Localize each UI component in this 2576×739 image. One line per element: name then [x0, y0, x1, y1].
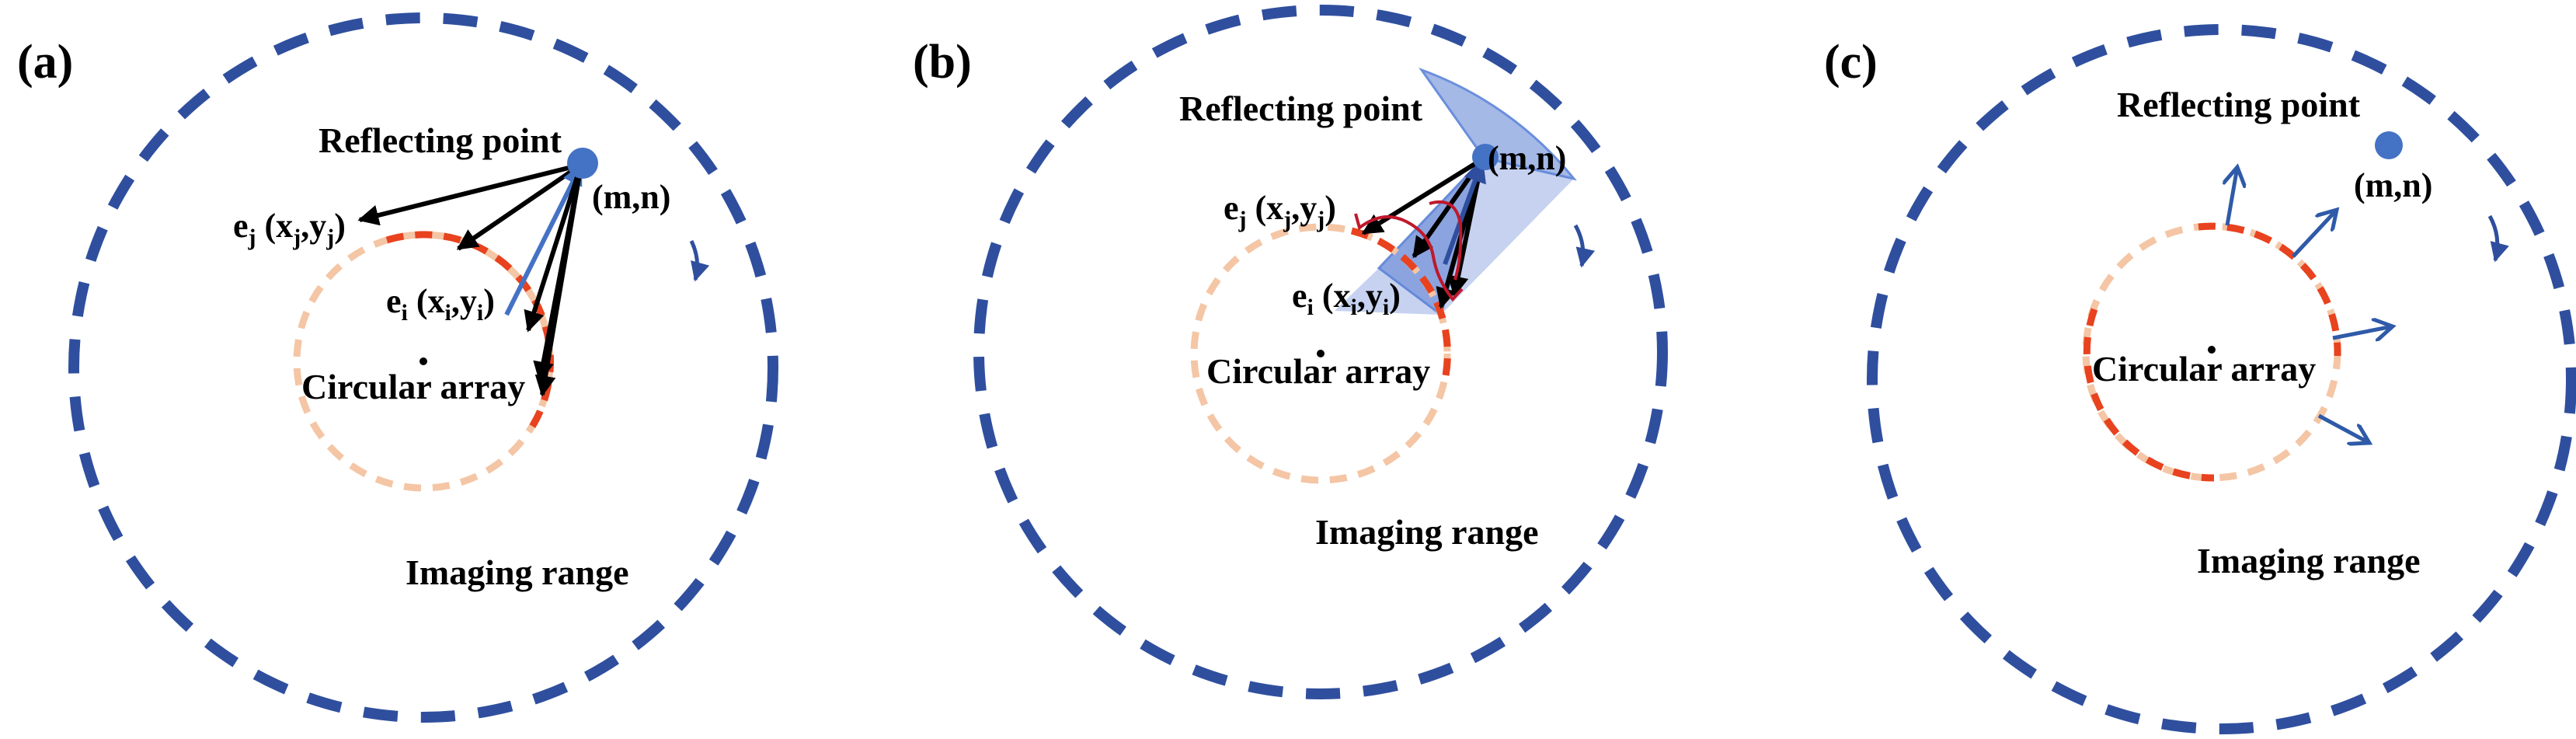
circular-array-label: Circular array	[1206, 351, 1430, 391]
arrow-to-element	[534, 164, 583, 397]
imaging-range-label: Imaging range	[2197, 541, 2421, 580]
outward-arrow	[2227, 167, 2237, 226]
arrow-to-element	[524, 164, 583, 333]
path-curve-1	[1354, 213, 1464, 302]
array-center-dot	[2208, 346, 2216, 354]
array-center-dot	[419, 357, 427, 365]
imaging-range-circle	[68, 12, 778, 723]
reflecting-point-label: Reflecting point	[2117, 85, 2361, 124]
circular-array-inactive	[1190, 223, 1451, 484]
imaging-range-circle	[1867, 24, 2576, 734]
path-curve-2	[1429, 200, 1463, 281]
arrow-to-element	[456, 162, 583, 251]
rotation-arrow	[1573, 224, 1596, 268]
ei-label: ei (xi,yi)	[386, 282, 495, 326]
outward-arrow	[2332, 326, 2393, 338]
ei-label: ei (xi,yi)	[1292, 277, 1401, 320]
ej-label: ej (xj,yj)	[233, 207, 346, 250]
coord-label: (m,n)	[592, 178, 670, 216]
imaging-range-label: Imaging range	[1315, 512, 1539, 552]
arrow-to-ej	[1361, 157, 1484, 235]
imaging-range-circle	[973, 5, 1668, 699]
reflecting-point-marker	[567, 148, 598, 179]
outward-arrow	[2292, 210, 2337, 258]
circular-array-label: Circular array	[301, 367, 525, 406]
ej-label: ej (xj,yj)	[1224, 189, 1336, 232]
coord-label: (m,n)	[2354, 166, 2432, 204]
arrow-to-ej	[357, 162, 582, 226]
array-center-dot	[1317, 350, 1325, 357]
reflecting-point-label: Reflecting point	[319, 120, 562, 160]
panel-c-label: (c)	[1824, 36, 1878, 89]
reflecting-point-label: Reflecting point	[1179, 89, 1423, 128]
panel-b-label: (b)	[913, 36, 972, 89]
reflecting-point-marker	[1472, 144, 1499, 170]
circular-array-active-segment-2	[2083, 308, 2215, 482]
panel-a-label: (a)	[17, 36, 73, 89]
arrow-from-element	[1443, 159, 1486, 266]
circular-array-active-segment-1	[2198, 222, 2341, 357]
imaging-range-label: Imaging range	[406, 553, 629, 592]
outward-arrow	[2317, 413, 2369, 443]
circular-array-active-segment	[1350, 227, 1451, 388]
sector-highlight	[1418, 67, 1577, 181]
arrow-from-ei	[504, 163, 583, 316]
coord-label: (m,n)	[1488, 139, 1566, 177]
rotation-arrow	[689, 239, 710, 282]
reflecting-point-marker	[2375, 131, 2403, 159]
circular-array-label: Circular array	[2092, 349, 2316, 389]
panel-b: (b) Reflecting point (m,n) ej (xj,yj) ei…	[913, 5, 1668, 699]
rotation-arrow	[2487, 214, 2509, 263]
panel-c: (c) Reflecting point (m,n) Circular arra…	[1824, 24, 2576, 734]
panel-a: (a) Reflecting point (m,n) ej (xj,yj) ei…	[17, 12, 778, 723]
